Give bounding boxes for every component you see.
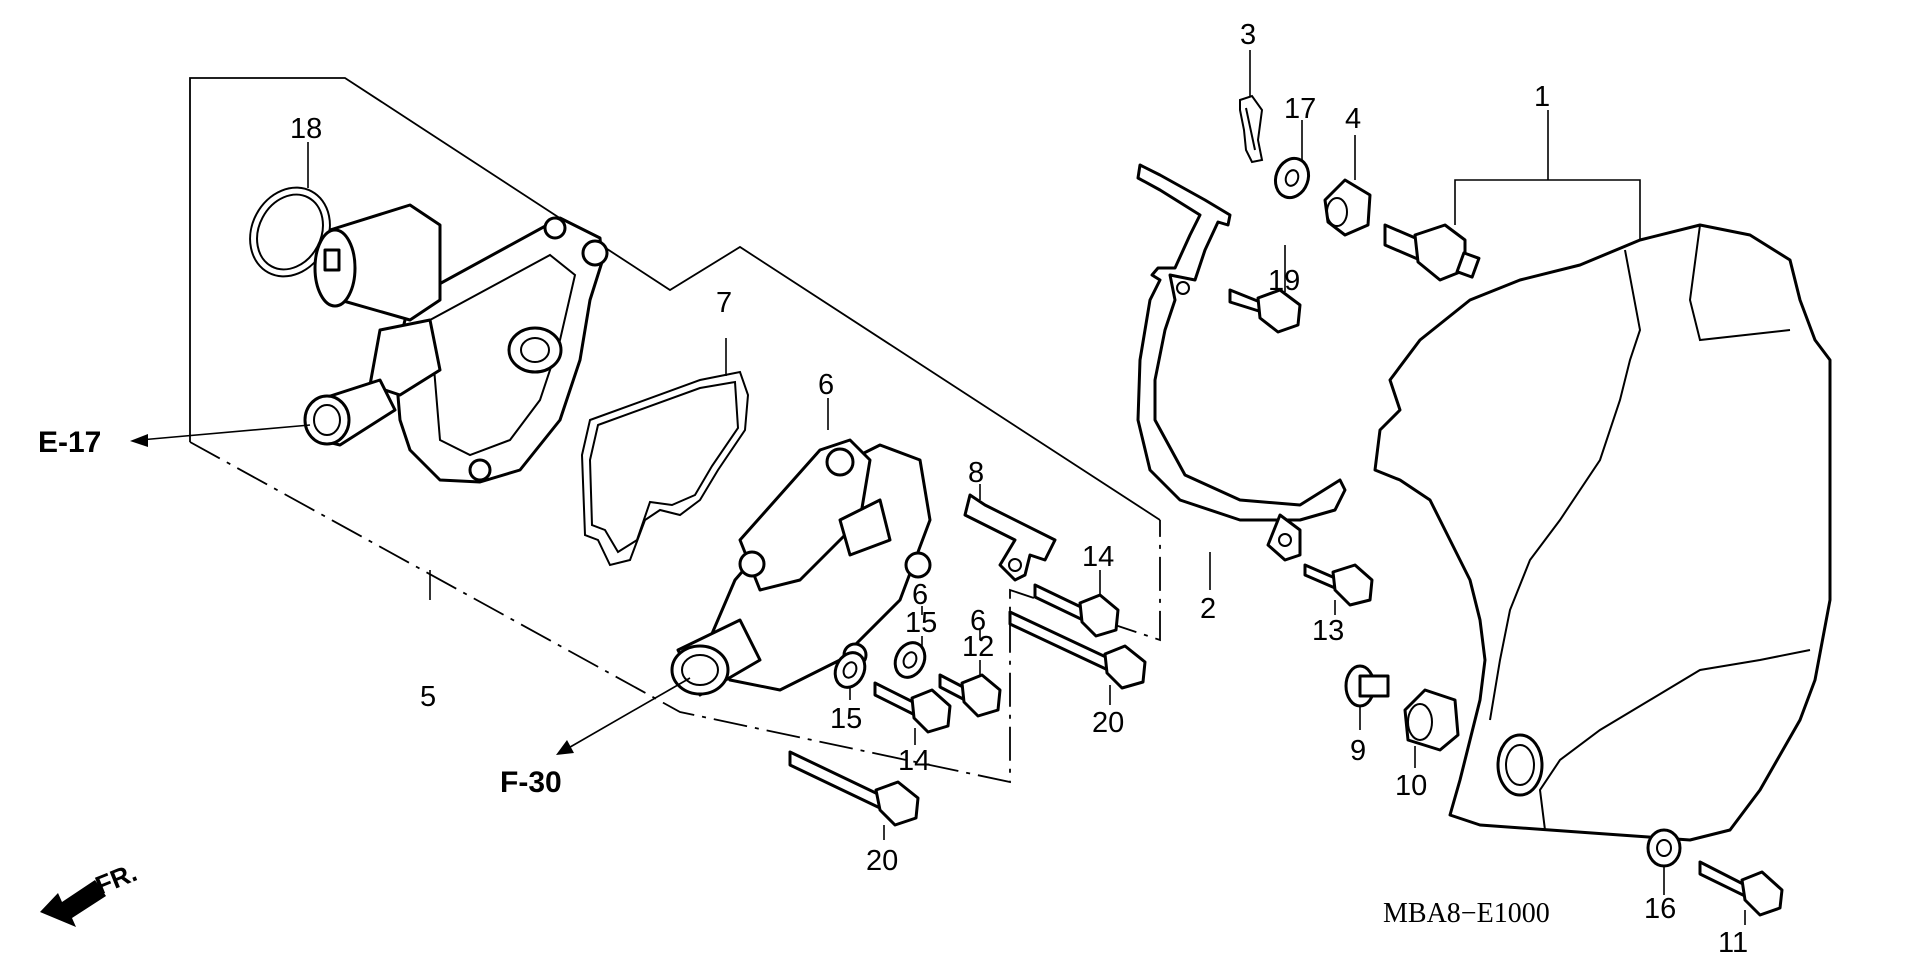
callout-6-cover: 6 <box>818 369 834 401</box>
washer-15-upper <box>893 636 927 679</box>
callout-8: 8 <box>968 457 984 489</box>
water-pump-assembly <box>303 203 609 484</box>
callout-20-lower: 20 <box>866 845 898 877</box>
callout-20-right: 20 <box>1092 707 1124 739</box>
callout-15-upper: 15 <box>905 607 937 639</box>
hose-clamp-2 <box>1136 163 1347 590</box>
callout-19: 19 <box>1268 265 1300 297</box>
washer-17 <box>1273 120 1311 200</box>
reference-f30: F-30 <box>500 766 562 799</box>
bolt-12 <box>938 660 1002 718</box>
bolt-19 <box>1228 245 1302 334</box>
bolt-13 <box>1303 563 1374 615</box>
callout-9: 9 <box>1350 735 1366 767</box>
callout-17: 17 <box>1284 93 1316 125</box>
callout-18: 18 <box>290 113 322 145</box>
collar-bolt-1 <box>1383 110 1641 282</box>
bolt-14-upper <box>1033 570 1120 638</box>
gasket-7 <box>580 338 750 567</box>
reference-e17: E-17 <box>38 426 101 459</box>
callout-14-lower: 14 <box>898 745 930 777</box>
bolt-14-lower <box>873 681 952 745</box>
ref-arrow-e17 <box>130 424 311 447</box>
front-arrow <box>40 880 106 927</box>
pump-cover-6 <box>670 398 932 697</box>
grommet-10 <box>1403 688 1460 768</box>
callout-10: 10 <box>1395 770 1427 802</box>
diagram-code: MBA8−E1000 <box>1383 898 1550 929</box>
callout-2: 2 <box>1200 593 1216 625</box>
callout-6-mid: 6 <box>912 579 928 611</box>
callout-14-upper: 14 <box>1082 541 1114 573</box>
assembly-5-outline <box>189 77 1161 784</box>
callout-7: 7 <box>716 287 732 319</box>
bolt-20-lower <box>788 750 920 840</box>
callout-11: 11 <box>1718 927 1748 958</box>
bracket-8 <box>963 484 1057 582</box>
callout-15-lower: 15 <box>830 703 862 735</box>
callout-16: 16 <box>1644 893 1676 925</box>
collar-9 <box>1344 664 1390 730</box>
clip-3 <box>1239 50 1264 164</box>
callout-3: 3 <box>1240 19 1256 51</box>
callout-6-right: 6 <box>970 605 986 637</box>
grommet-4 <box>1323 135 1372 237</box>
bolt-20-upper <box>1008 610 1147 705</box>
callout-1: 1 <box>1534 81 1550 113</box>
ref-arrow-f30 <box>556 677 691 755</box>
bolt-11 <box>1698 860 1784 925</box>
washer-16 <box>1646 828 1682 895</box>
callout-12: 12 <box>962 631 994 663</box>
sprocket-cover <box>1373 223 1832 842</box>
callout-13: 13 <box>1312 615 1344 647</box>
callout-4: 4 <box>1345 103 1361 135</box>
callout-5: 5 <box>420 681 436 713</box>
washer-15-lower <box>833 651 867 700</box>
